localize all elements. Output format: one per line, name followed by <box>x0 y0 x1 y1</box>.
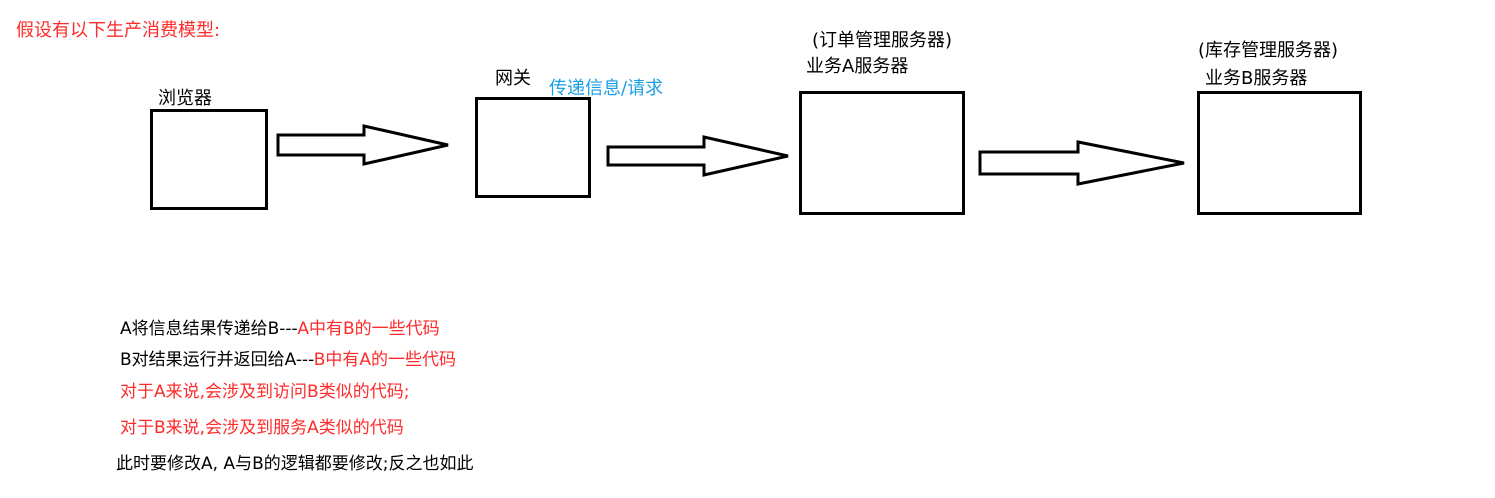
note-line-2: B对结果运行并返回给A---B中有A的一些代码 <box>120 345 456 370</box>
note-line-2-red: B中有A的一些代码 <box>313 350 457 370</box>
note-line-5: 此时要修改A, A与B的逻辑都要修改;反之也如此 <box>116 449 473 474</box>
service-b-caption: (库存管理服务器) <box>1198 40 1339 61</box>
note-line-2-black: B对结果运行并返回给A--- <box>120 350 314 370</box>
service-a-label: 业务A服务器 <box>806 56 909 77</box>
note-line-5-black: 此时要修改A, A与B的逻辑都要修改;反之也如此 <box>116 454 474 474</box>
note-line-1: A将信息结果传递给B---A中有B的一些代码 <box>120 314 440 339</box>
note-line-1-black: A将信息结果传递给B--- <box>120 319 298 339</box>
arrow-browser-to-gateway <box>276 124 449 166</box>
note-line-4-red: 对于B来说,会涉及到服务A类似的代码 <box>120 418 404 438</box>
note-line-1-red: A中有B的一些代码 <box>297 319 440 339</box>
service-a-box <box>799 91 965 215</box>
service-a-caption: (订单管理服务器) <box>812 30 953 51</box>
gateway-note: 传递信息/请求 <box>549 78 664 99</box>
note-line-4: 对于B来说,会涉及到服务A类似的代码 <box>120 413 404 438</box>
gateway-label: 网关 <box>495 68 531 89</box>
browser-label: 浏览器 <box>158 88 212 109</box>
note-line-3-red: 对于A来说,会涉及到访问B类似的代码; <box>120 382 410 402</box>
browser-box <box>150 109 268 210</box>
arrow-gateway-to-service-a <box>606 135 789 177</box>
note-line-3: 对于A来说,会涉及到访问B类似的代码; <box>120 377 409 402</box>
service-b-label: 业务B服务器 <box>1205 68 1308 89</box>
arrow-service-a-to-service-b <box>978 140 1185 186</box>
gateway-box <box>475 97 591 198</box>
diagram-title: 假设有以下生产消费模型: <box>16 20 221 41</box>
service-b-box <box>1197 91 1362 215</box>
